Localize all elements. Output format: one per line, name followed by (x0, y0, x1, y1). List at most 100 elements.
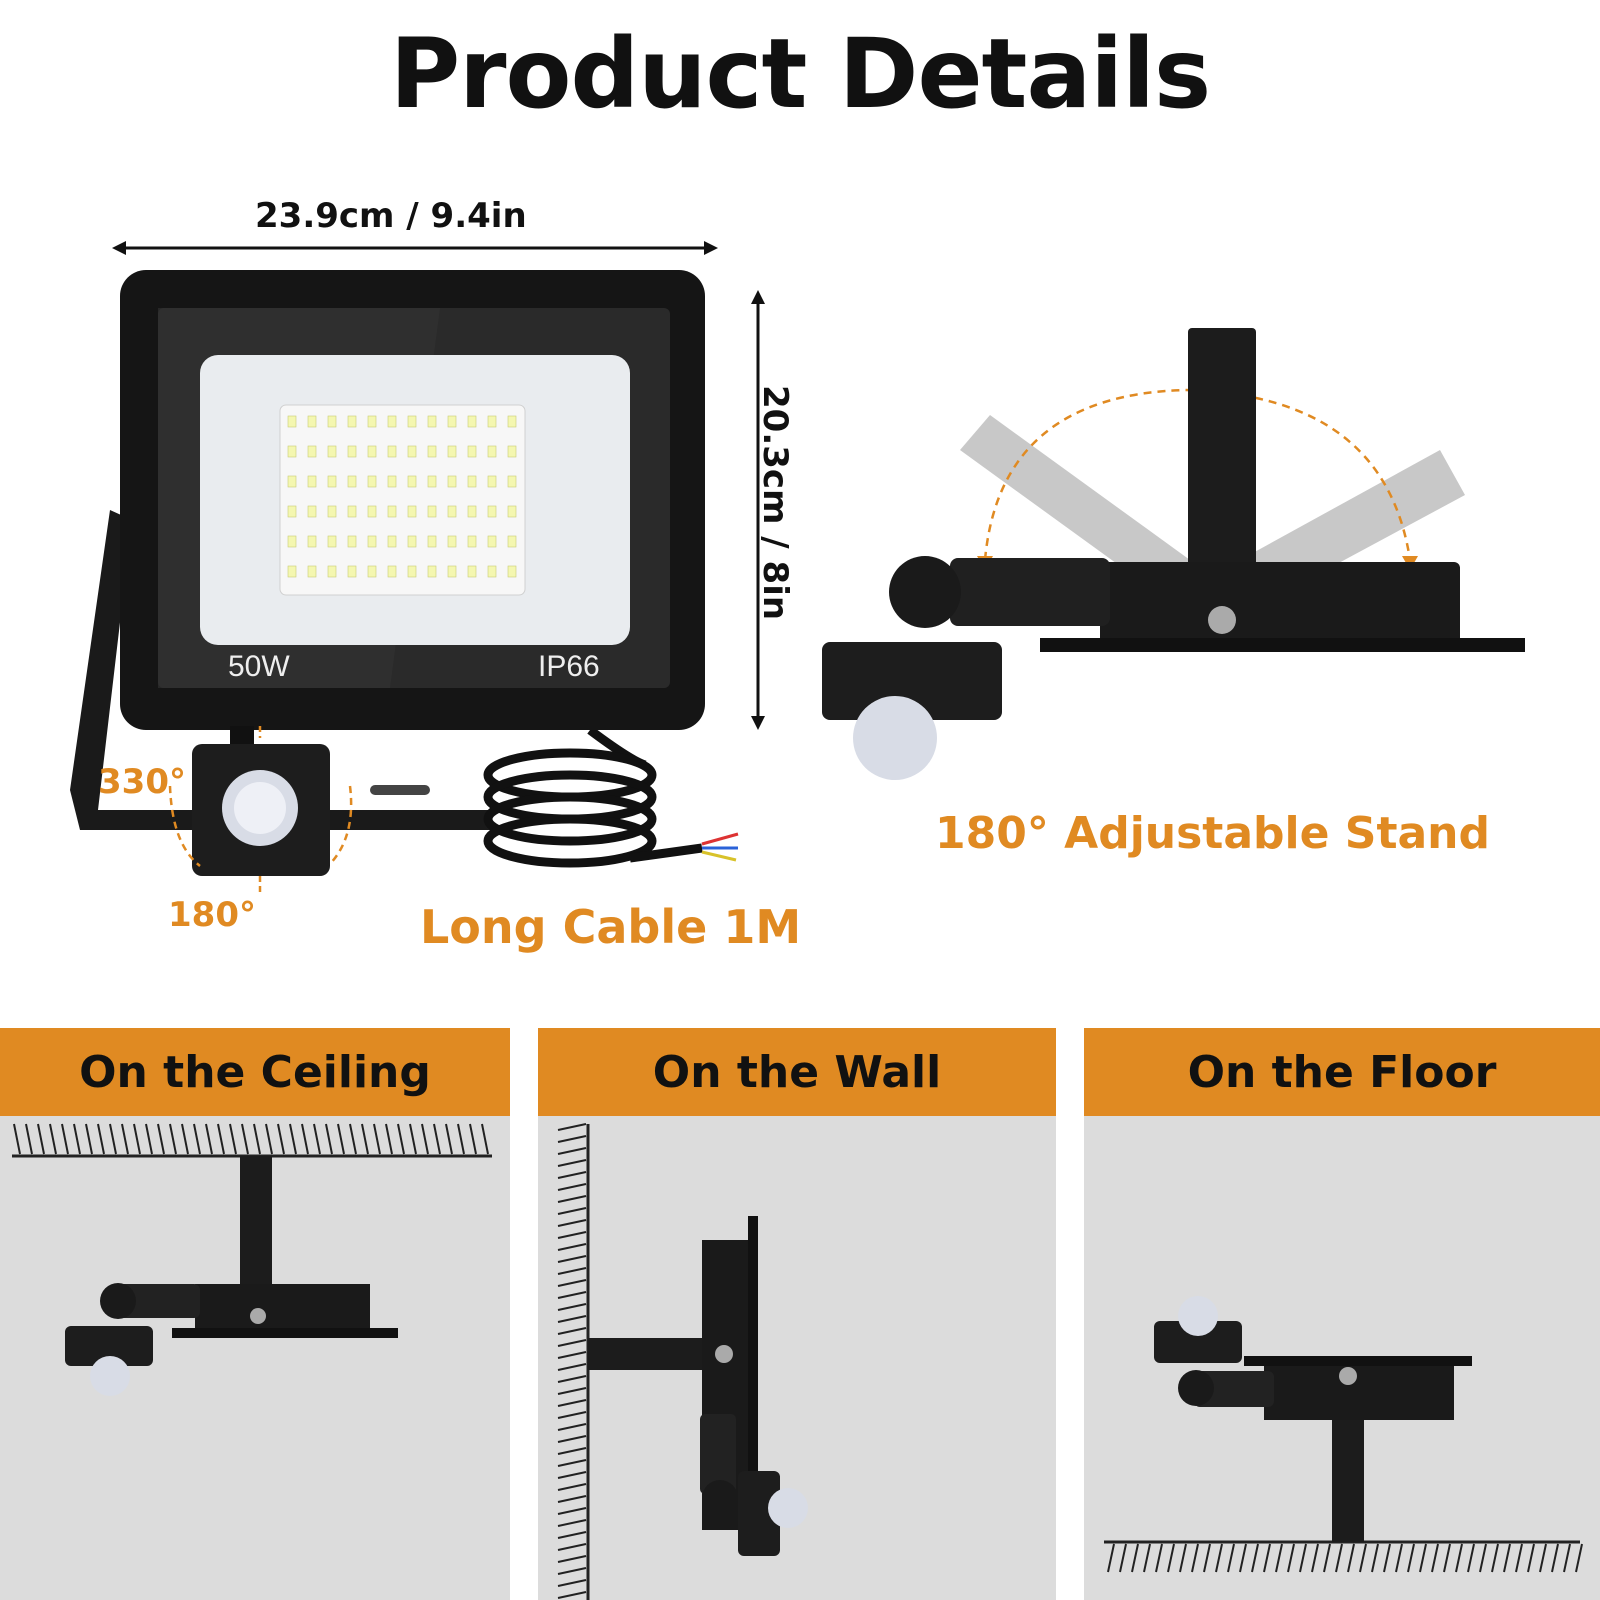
hatch-line (557, 1567, 587, 1575)
hatch-line (61, 1123, 69, 1155)
mount-floor-panel (1084, 1116, 1600, 1600)
led-chip (407, 445, 417, 458)
hatch-line (157, 1123, 165, 1155)
led-chip (327, 415, 337, 428)
hatch-line (557, 1339, 587, 1347)
hatch-line (557, 1579, 587, 1587)
hatch-line (557, 1231, 587, 1239)
led-chip (407, 505, 417, 518)
led-chip (327, 535, 337, 548)
led-chip (487, 445, 497, 458)
width-dimension-label: 23.9cm / 9.4in (255, 196, 527, 236)
led-chip (287, 505, 297, 518)
wattage-label: 50W (228, 650, 290, 683)
hatch-line (1551, 1543, 1559, 1573)
hatch-line (1143, 1543, 1151, 1573)
mount-wall-header: On the Wall (538, 1028, 1056, 1116)
led-chip (307, 475, 317, 488)
hatch-line (181, 1123, 189, 1155)
hatch-line (557, 1555, 587, 1563)
hatch-line (133, 1123, 141, 1155)
led-chip (447, 475, 457, 488)
hatch-line (1275, 1543, 1283, 1573)
led-chip (507, 475, 517, 488)
led-chip (427, 475, 437, 488)
led-chip (287, 565, 297, 578)
hatch-line (1335, 1543, 1343, 1573)
page-title: Product Details (389, 18, 1211, 130)
hatch-line (1479, 1543, 1487, 1573)
led-chip (347, 535, 357, 548)
hatch-line (169, 1123, 177, 1155)
led-chip (307, 565, 317, 578)
hatch-line (241, 1123, 249, 1155)
led-chip (367, 565, 377, 578)
hatch-line (557, 1267, 587, 1275)
mount-wall-panel (538, 1116, 1056, 1600)
sensor-rotate-angle: 330° (98, 762, 186, 802)
hatch-line (1431, 1543, 1439, 1573)
led-chip (387, 565, 397, 578)
hatch-line (557, 1159, 587, 1167)
led-chip (367, 445, 377, 458)
hatch-line (557, 1435, 587, 1443)
pir-sensor (168, 726, 353, 892)
hatch-line (1503, 1543, 1511, 1573)
hatch-line (1539, 1543, 1547, 1573)
led-chip (387, 535, 397, 548)
hatch-line (1443, 1543, 1451, 1573)
hatch-line (481, 1123, 489, 1155)
led-chip (447, 535, 457, 548)
hatch-line (557, 1531, 587, 1539)
led-chip (507, 535, 517, 548)
mount-floor-header: On the Floor (1084, 1028, 1600, 1116)
led-chip (507, 415, 517, 428)
hatch-line (97, 1123, 105, 1155)
hatch-line (433, 1123, 441, 1155)
adjustable-stand-view (822, 328, 1525, 780)
hatch-line (145, 1123, 153, 1155)
led-chip (287, 535, 297, 548)
hatch-line (557, 1255, 587, 1263)
hatch-line (289, 1123, 297, 1155)
hatch-line (1287, 1543, 1295, 1573)
mount-ceiling-panel (0, 1116, 510, 1600)
hatch-line (1527, 1543, 1535, 1573)
led-chip (347, 475, 357, 488)
hatch-line (361, 1123, 369, 1155)
led-chip (327, 505, 337, 518)
led-chip (367, 475, 377, 488)
led-chip (407, 565, 417, 578)
hatch-line (325, 1123, 333, 1155)
hatch-line (1563, 1543, 1571, 1573)
led-chip (467, 475, 477, 488)
hatch-line (1311, 1543, 1319, 1573)
hatch-line (1227, 1543, 1235, 1573)
led-chip (427, 445, 437, 458)
led-chip (487, 535, 497, 548)
led-chip (427, 565, 437, 578)
hatch-line (557, 1375, 587, 1383)
hatch-line (445, 1123, 453, 1155)
hatch-line (73, 1123, 81, 1155)
led-chip (307, 415, 317, 428)
hatch-line (557, 1447, 587, 1455)
led-chip (467, 415, 477, 428)
hatch-line (265, 1123, 273, 1155)
hatch-line (1203, 1543, 1211, 1573)
led-chip (307, 505, 317, 518)
led-chip (427, 415, 437, 428)
led-chip (347, 565, 357, 578)
hatch-line (557, 1279, 587, 1287)
hatch-line (557, 1363, 587, 1371)
hatch-line (1419, 1543, 1427, 1573)
led-chip (447, 415, 457, 428)
hatch-line (1131, 1543, 1139, 1573)
led-chip (507, 565, 517, 578)
led-chip (287, 445, 297, 458)
led-chip (427, 505, 437, 518)
hatch-line (557, 1219, 587, 1227)
hatch-line (1107, 1543, 1115, 1573)
width-dimension-arrow (112, 241, 718, 255)
led-chip (407, 535, 417, 548)
